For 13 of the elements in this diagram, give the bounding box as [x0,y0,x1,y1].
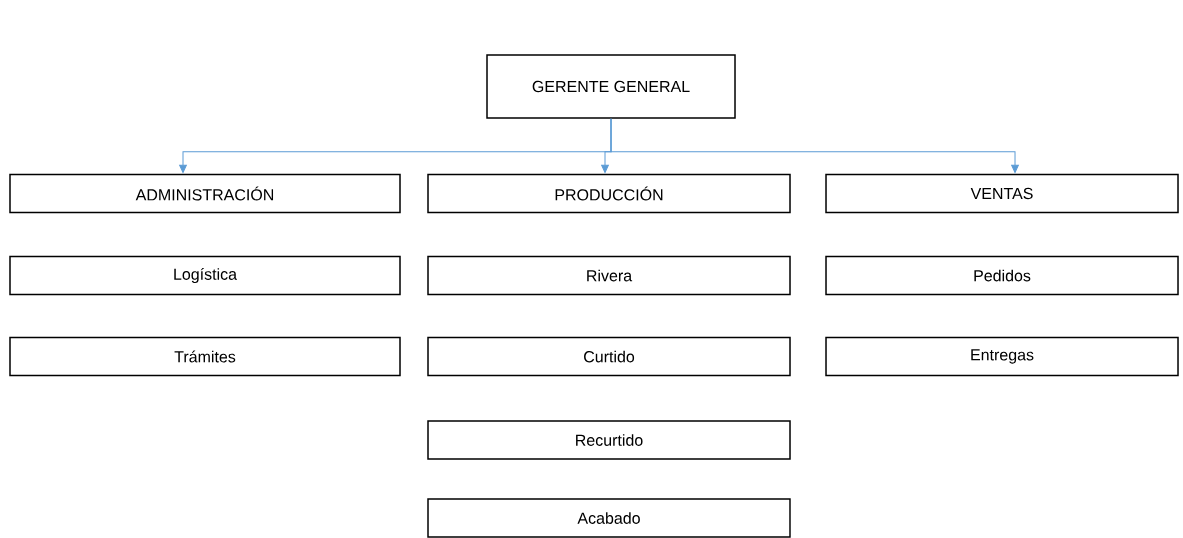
org-box: Recurtido [427,420,791,460]
org-box: Rivera [427,255,791,296]
org-box: Trámites [9,336,401,377]
org-box: GERENTE GENERAL [486,54,736,119]
org-box: Logística [9,255,401,296]
org-box: Entregas [825,336,1179,377]
arrow [610,118,1019,173]
org-box: ADMINISTRACIÓN [9,173,401,214]
org-box: VENTAS [825,173,1179,214]
org-box: Curtido [427,336,791,377]
org-box: Acabado [427,498,791,538]
org-box: PRODUCCIÓN [427,173,791,214]
org-box: Pedidos [825,255,1179,296]
